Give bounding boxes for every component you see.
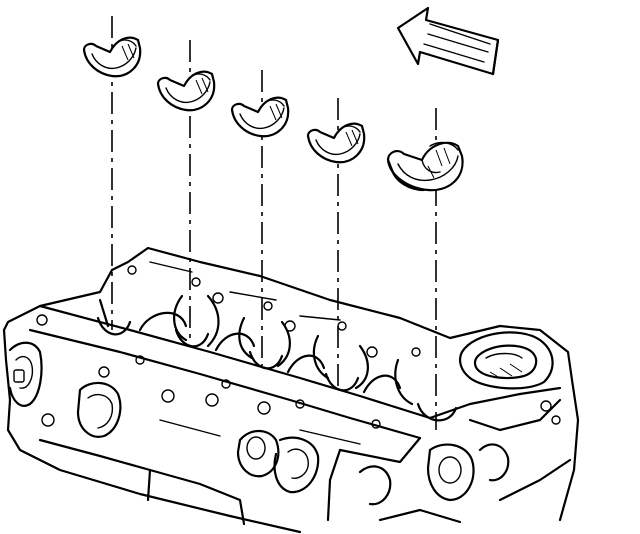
bearing-3 (230, 96, 290, 138)
bearing-4 (306, 122, 366, 164)
bearing-5-thrust (386, 141, 464, 192)
bearing-2 (156, 70, 216, 112)
front-direction-arrow (396, 6, 500, 76)
engine-block (2, 246, 580, 534)
bearing-1 (82, 36, 142, 78)
